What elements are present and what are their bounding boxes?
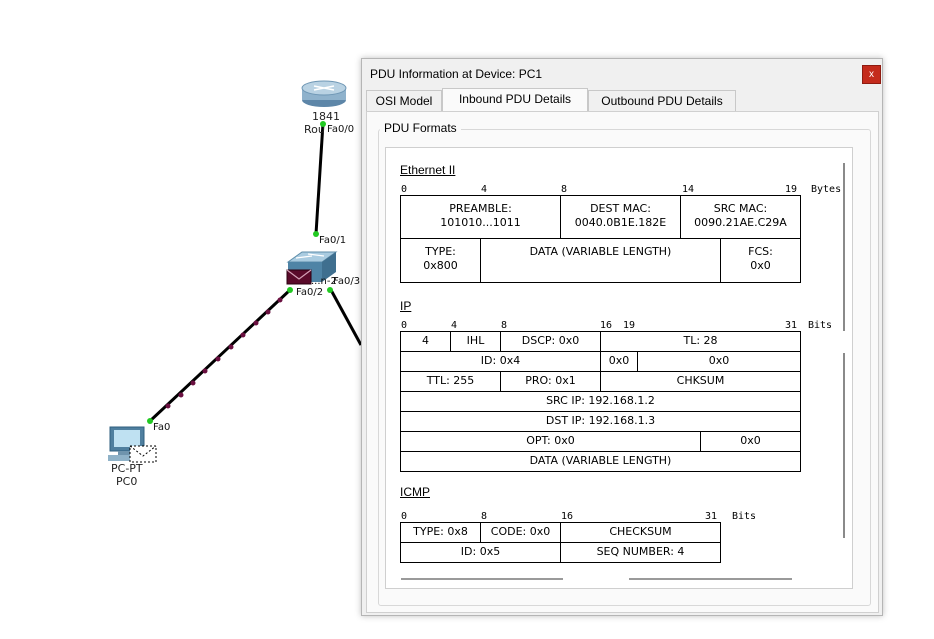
type-field: TYPE: 0x800 (400, 238, 481, 283)
group-title: PDU Formats (380, 121, 461, 135)
ip-ihl-field: IHL (450, 331, 501, 352)
router-port-indicator (320, 121, 326, 127)
ip-section-title: IP (400, 299, 412, 313)
ip-tl-field: TL: 28 (600, 331, 801, 352)
switch-port-right-label: Fa0/3 (333, 276, 361, 287)
pc-port-label: Fa0 (153, 422, 171, 433)
preamble-cell: PREAMBLE: 101010...1011 (400, 195, 561, 239)
ip-pro-field: PRO: 0x1 (500, 371, 601, 392)
ruler-unit: Bits (808, 320, 833, 331)
field-label: SRC MAC: (713, 202, 768, 215)
switch-port-indicator-top (313, 231, 319, 237)
icmp-id-field: ID: 0x5 (400, 542, 561, 563)
router-icon (301, 80, 347, 107)
ip-version-field: 4 (400, 331, 451, 352)
ruler-tick: 31 (785, 320, 798, 331)
ip-opt-field: OPT: 0x0 (400, 431, 701, 452)
link-switch-pc1 (329, 289, 363, 346)
ruler-tick: 8 (561, 184, 568, 195)
dest-mac-field: DEST MAC: 0040.0B1E.182E (560, 195, 681, 239)
ruler-tick: 14 (682, 184, 695, 195)
fcs-field: FCS: 0x0 (720, 238, 801, 283)
close-icon: x (869, 69, 874, 80)
field-value: 0040.0B1E.182E (574, 216, 667, 229)
icmp-type-field: TYPE: 0x8 (400, 522, 481, 543)
tab-outbound-pdu-details[interactable]: Outbound PDU Details (588, 90, 736, 111)
link-switch-pc (148, 288, 292, 423)
tab-inbound-pdu-details[interactable]: Inbound PDU Details (442, 88, 588, 112)
field-value: 0090.21AE.C29A (694, 216, 787, 229)
pc-port-indicator (147, 418, 153, 424)
switch-port-indicator-right (327, 287, 333, 293)
ruler-tick: 0 (401, 511, 408, 522)
ruler-unit: Bytes (811, 184, 842, 195)
tab-label: Outbound PDU Details (601, 94, 723, 108)
switch-name-label: ...n-2 (311, 276, 337, 287)
ruler-tick: 4 (481, 184, 488, 195)
ruler-tick: 19 (785, 184, 798, 195)
pdu-formats-group (378, 129, 871, 606)
field-value: 101010...1011 (440, 216, 521, 229)
field-label: TYPE: (425, 245, 456, 258)
pc-envelope-icon (129, 445, 157, 463)
link-router-switch (314, 122, 325, 235)
ruler-tick: 0 (401, 184, 408, 195)
ruler-tick: 0 (401, 320, 408, 331)
icmp-code-field: CODE: 0x0 (480, 522, 561, 543)
tab-label: Inbound PDU Details (458, 92, 572, 106)
ip-data-field: DATA (VARIABLE LENGTH) (400, 451, 801, 472)
ruler-tick: 8 (501, 320, 508, 331)
ruler-tick: 31 (705, 511, 718, 522)
field-value: 0x800 (423, 259, 458, 272)
switch-port-indicator-left (287, 287, 293, 293)
horizontal-scrollbar-left[interactable] (401, 578, 563, 580)
field-value: 0x0 (750, 259, 771, 272)
ip-id-field: ID: 0x4 (400, 351, 601, 372)
icmp-checksum-field: CHECKSUM (560, 522, 721, 543)
pc-type-label: PC-PT (111, 462, 143, 475)
ruler-unit: Bits (732, 511, 757, 522)
ruler-tick: 16 (561, 511, 574, 522)
ip-ttl-field: TTL: 255 (400, 371, 501, 392)
ip-frag-field: 0x0 (637, 351, 801, 372)
vertical-scrollbar-lower[interactable] (843, 353, 845, 538)
horizontal-scrollbar-right[interactable] (629, 578, 792, 580)
close-button[interactable]: x (862, 65, 881, 84)
router-port-label: Fa0/0 (327, 124, 355, 135)
router-model-label: 1841 (312, 110, 340, 123)
tab-label: OSI Model (375, 94, 433, 108)
ip-src-field: SRC IP: 192.168.1.2 (400, 391, 801, 412)
src-mac-field: SRC MAC: 0090.21AE.C29A (680, 195, 801, 239)
field-label: FCS: (748, 245, 773, 258)
ip-chksum-field: CHKSUM (600, 371, 801, 392)
packet-trail (165, 297, 283, 409)
ruler-tick: 8 (481, 511, 488, 522)
switch-port-top-label: Fa0/1 (319, 235, 347, 246)
pc-name-label: PC0 (116, 475, 138, 488)
field-label: PREAMBLE: (449, 202, 512, 215)
tab-osi-model[interactable]: OSI Model (366, 90, 442, 111)
ethernet-section-title: Ethernet II (400, 163, 456, 177)
switch-port-left-label: Fa0/2 (296, 287, 324, 298)
ruler-tick: 4 (451, 320, 458, 331)
pdu-information-dialog: PDU Information at Device: PC1 x OSI Mod… (361, 58, 883, 616)
envelope-icon (286, 269, 312, 285)
icmp-seq-field: SEQ NUMBER: 4 (560, 542, 721, 563)
router-name-label: Rou (304, 123, 325, 136)
ip-flags-field: 0x0 (600, 351, 638, 372)
ip-dscp-field: DSCP: 0x0 (500, 331, 601, 352)
vertical-scrollbar-upper[interactable] (843, 163, 845, 331)
ip-opt-pad-field: 0x0 (700, 431, 801, 452)
ip-dst-field: DST IP: 192.168.1.3 (400, 411, 801, 432)
pdu-formats-content[interactable]: Ethernet II 0 4 8 14 19 Bytes PREAMBLE: … (385, 147, 853, 589)
ruler-tick: 16 (600, 320, 613, 331)
ethernet-data-field: DATA (VARIABLE LENGTH) (480, 238, 721, 283)
dialog-title: PDU Information at Device: PC1 (370, 67, 543, 81)
ruler-tick: 19 (623, 320, 636, 331)
field-label: DEST MAC: (590, 202, 651, 215)
icmp-section-title: ICMP (400, 485, 430, 499)
